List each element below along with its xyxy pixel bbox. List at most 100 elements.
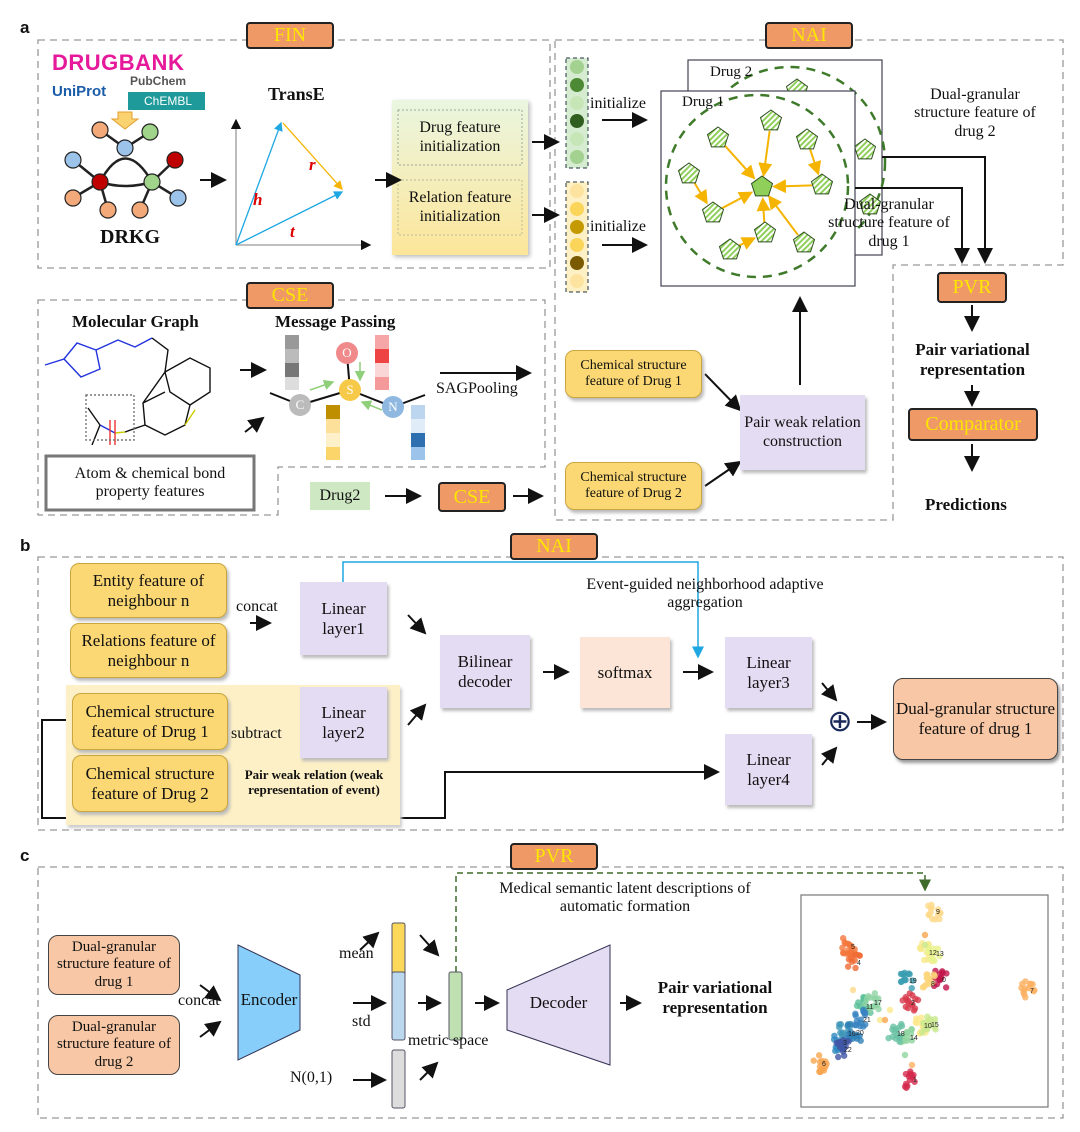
panel-label-a: a bbox=[20, 18, 30, 37]
drkg-label: DRKG bbox=[100, 226, 160, 248]
aggregation-edge bbox=[758, 130, 773, 178]
cluster-label: 1 bbox=[913, 1077, 917, 1084]
scatter-point bbox=[886, 1006, 894, 1014]
scatter-point bbox=[840, 949, 847, 957]
dual-feature-drug2-input: Dual-granular structure feature of drug … bbox=[48, 1015, 180, 1075]
vector-h-label: h bbox=[253, 190, 263, 209]
scatter-point bbox=[932, 916, 939, 923]
scatter-point bbox=[871, 990, 879, 997]
relation-embedding-vector bbox=[565, 181, 589, 293]
scatter-point bbox=[855, 999, 862, 1006]
scatter-point bbox=[816, 1068, 823, 1076]
scatter-point bbox=[857, 1037, 864, 1044]
scatter-point bbox=[928, 904, 935, 912]
entity-node-icon bbox=[858, 193, 882, 215]
scatter-point bbox=[837, 1029, 844, 1037]
entity-node-icon bbox=[810, 173, 834, 195]
aggregation-edge bbox=[807, 149, 822, 176]
relation-feature-init: Relation feature initialization bbox=[408, 189, 512, 225]
cluster-label: 11 bbox=[866, 1004, 873, 1011]
initialize-relation-label: initialize bbox=[590, 218, 646, 235]
scatter-point bbox=[842, 1043, 849, 1050]
scatter-point bbox=[847, 1020, 854, 1028]
feature-init-panel bbox=[392, 100, 528, 255]
entity-node-icon bbox=[701, 201, 725, 223]
scatter-point bbox=[1018, 980, 1026, 988]
cluster-label: 15 bbox=[931, 1022, 939, 1029]
scatter-point bbox=[923, 974, 931, 982]
fin-tag: FIN bbox=[246, 22, 334, 49]
uniprot-logo: UniProt bbox=[52, 83, 107, 100]
scatter-point bbox=[932, 948, 939, 955]
scatter-point bbox=[843, 1038, 850, 1045]
drug-feature-init: Drug feature initialization bbox=[419, 119, 501, 155]
nai-tag-b: NAI bbox=[510, 533, 598, 560]
cluster-label: 21 bbox=[863, 1017, 871, 1024]
panel-label-c: c bbox=[20, 846, 30, 865]
scatter-point bbox=[905, 970, 913, 977]
cluster-label: 22 bbox=[844, 1047, 852, 1054]
bilinear-decoder: Bilinear decoder bbox=[440, 635, 530, 708]
scatter-point bbox=[908, 1026, 915, 1033]
decoder-shape bbox=[506, 944, 611, 1066]
sum-operator-icon: ⊕ bbox=[827, 703, 853, 739]
scatter-point bbox=[1022, 985, 1030, 992]
dual-feature-drug2-label: Dual-granular structure feature of drug … bbox=[914, 86, 1036, 140]
linear-layer4: Linear layer4 bbox=[725, 734, 812, 805]
chem-feature-drug1-box-b: Chemical structure feature of Drug 1 bbox=[72, 693, 228, 750]
predictions-label: Predictions bbox=[925, 495, 1007, 514]
pair-weak-relation-box: Pair weak relation construction bbox=[740, 395, 865, 470]
vector-r-label: r bbox=[309, 155, 316, 174]
scatter-point bbox=[901, 1051, 909, 1059]
cluster-label: 7 bbox=[1030, 988, 1034, 995]
aggregation-edge bbox=[721, 191, 754, 210]
aggregation-edge bbox=[723, 144, 756, 180]
scatter-point bbox=[885, 1034, 892, 1042]
sagpooling-label: SAGPooling bbox=[436, 380, 518, 397]
cluster-label: 6 bbox=[822, 1061, 826, 1068]
dual-feature-output-box: Dual-granular structure feature of drug … bbox=[893, 678, 1058, 760]
entity-node-icon bbox=[853, 138, 877, 160]
drug2-input-box: Drug2 bbox=[310, 482, 370, 510]
aggregation-edge bbox=[768, 195, 799, 236]
scatter-point bbox=[930, 956, 937, 963]
scatter-point bbox=[831, 1032, 838, 1039]
atom-o: O bbox=[342, 344, 352, 360]
message-passing-title: Message Passing bbox=[275, 312, 396, 331]
scatter-point bbox=[925, 948, 932, 955]
drugbank-logo: DRUGBANK bbox=[52, 50, 185, 75]
linear-layer3: Linear layer3 bbox=[725, 637, 812, 708]
cluster-label: 0 bbox=[942, 977, 946, 984]
cluster-label: 13 bbox=[936, 951, 944, 958]
scatter-point bbox=[1022, 994, 1029, 1001]
scatter-point bbox=[810, 1057, 817, 1064]
atom-feature-label: Atom & chemical bond property features bbox=[74, 464, 226, 500]
entity-node-icon bbox=[795, 128, 819, 150]
cluster-scatter-frame bbox=[800, 894, 1049, 1108]
pvr-tag-c: PVR bbox=[510, 843, 598, 870]
scatter-point bbox=[816, 1058, 824, 1066]
subtract-label: subtract bbox=[231, 725, 282, 742]
entity-node-icon bbox=[718, 238, 742, 260]
scatter-point bbox=[835, 1021, 843, 1028]
scatter-point bbox=[914, 996, 922, 1004]
scatter-point bbox=[906, 990, 913, 997]
molecule-drawing bbox=[44, 337, 211, 446]
entity-feature-box: Entity feature of neighbour n bbox=[70, 563, 227, 618]
chembl-logo: ChEMBL bbox=[128, 92, 205, 110]
scatter-point bbox=[890, 1023, 897, 1030]
chem-feature-drug2-box-b: Chemical structure feature of Drug 2 bbox=[72, 755, 228, 812]
scatter-point bbox=[867, 994, 874, 1001]
cse-drug2-box: CSE bbox=[438, 482, 506, 512]
cluster-label: 14 bbox=[910, 1035, 918, 1042]
scatter-point bbox=[815, 1052, 823, 1059]
std-label: std bbox=[352, 1013, 371, 1030]
cluster-label: 2 bbox=[911, 1000, 915, 1007]
cluster-label: 4 bbox=[857, 960, 861, 967]
molecular-graph-title: Molecular Graph bbox=[72, 312, 199, 331]
comparator-box: Comparator bbox=[908, 408, 1038, 441]
cluster-label: 18 bbox=[897, 1031, 905, 1038]
mean-label: mean bbox=[339, 945, 374, 962]
dual-feature-drug1-label: Dual-granular structure feature of drug … bbox=[828, 196, 950, 250]
scatter-point bbox=[908, 984, 915, 992]
